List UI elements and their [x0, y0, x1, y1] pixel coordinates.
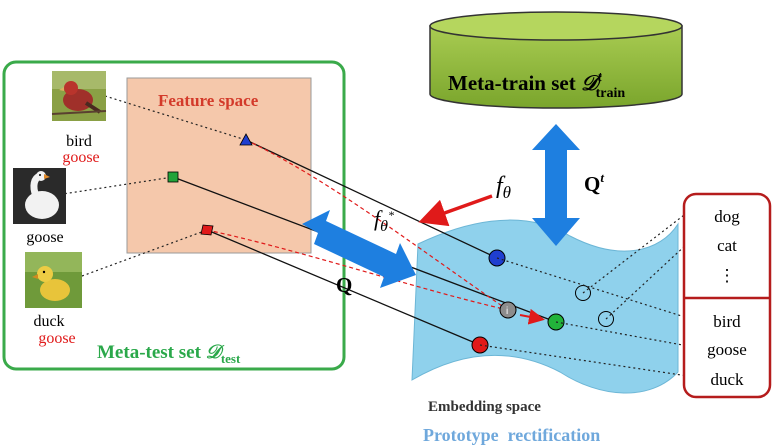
- rectification-red-arrow: [519, 308, 545, 325]
- mapping-double-arrow: [302, 210, 416, 288]
- embedding-space-surface: [411, 219, 679, 394]
- q-label: Q: [336, 273, 352, 297]
- bird-photo: [51, 71, 107, 121]
- rectified-prototype-circle: [499, 301, 517, 319]
- class-label-bird: bird: [713, 312, 741, 331]
- feature-space-title: Feature space: [158, 91, 259, 110]
- duck-feature-diamond: [200, 224, 214, 236]
- embedding-space-label: Embedding space: [428, 399, 541, 415]
- bird-feature-triangle: [239, 133, 253, 146]
- goose-photo: [13, 168, 66, 224]
- duck-true-label: duck: [33, 313, 64, 330]
- class-label-panel: [682, 192, 772, 399]
- goose-feature-square: [167, 171, 179, 183]
- goose-class-link: [555, 321, 689, 347]
- bird-projection-line: [245, 139, 498, 259]
- goose-feature-link: [49, 176, 174, 197]
- class-label-more: ⋮: [719, 266, 736, 285]
- class-label-goose: goose: [707, 340, 747, 359]
- goose-true-label: goose: [26, 229, 63, 246]
- meta-train-cylinder: [429, 11, 683, 109]
- duck-feature-link: [81, 229, 208, 277]
- q-t-label: Qt: [584, 170, 604, 196]
- duck-class-link: [479, 344, 689, 377]
- duck-rectified-dashed: [206, 229, 509, 311]
- f-theta-label: fθ: [496, 173, 511, 202]
- duck-photo: [25, 252, 82, 308]
- f-theta-star-label: fθ*: [374, 206, 394, 235]
- cat-class-link: [605, 242, 689, 320]
- dog-class-link: [582, 211, 689, 294]
- bird-class-link: [496, 257, 689, 319]
- feature-space-box: [126, 77, 312, 254]
- bird-true-label: bird: [66, 133, 92, 150]
- rectified-prototype-marker: i: [506, 306, 508, 317]
- meta-test-label: Meta-test set 𝒟test: [97, 342, 241, 366]
- bird-rectified-dashed: [245, 139, 509, 311]
- f-theta-red-arrow: [418, 194, 493, 227]
- meta-test-box: [2, 60, 346, 371]
- prototype-rectification-caption: Prototype rectification: [423, 425, 600, 445]
- bird-predicted-label: goose: [62, 149, 99, 166]
- duck-predicted-label: goose: [38, 330, 75, 347]
- train-double-arrow: [532, 124, 580, 246]
- class-label-cat: cat: [717, 236, 737, 255]
- class-label-dog: dog: [714, 207, 740, 226]
- duck-projection-line: [206, 229, 481, 346]
- class-label-duck: duck: [710, 370, 744, 389]
